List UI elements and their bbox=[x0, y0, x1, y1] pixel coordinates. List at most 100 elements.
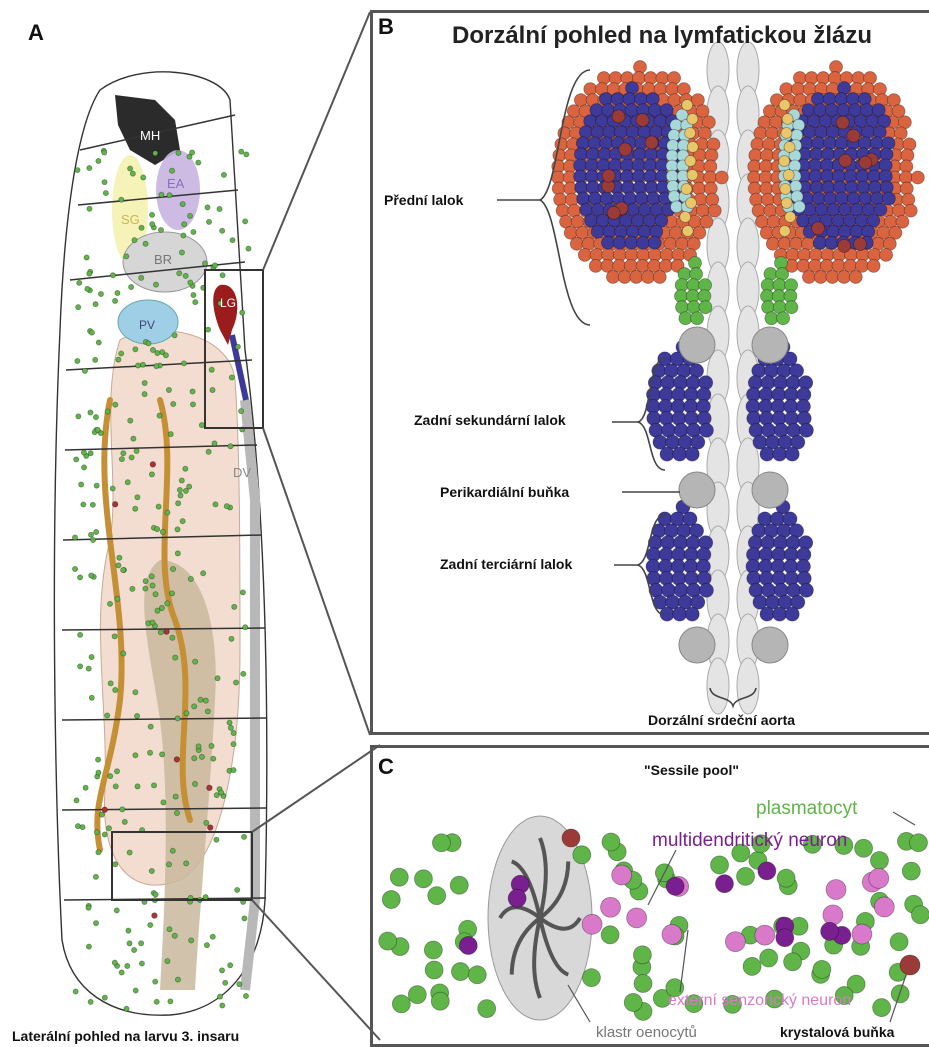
hemocyte bbox=[233, 680, 238, 685]
hemocyte bbox=[174, 810, 179, 815]
hemocyte bbox=[119, 197, 124, 202]
hemocyte bbox=[219, 790, 224, 795]
crystal-cell-dot bbox=[152, 913, 158, 919]
hemocyte bbox=[116, 563, 121, 568]
hemocyte bbox=[89, 654, 94, 659]
hemocyte bbox=[134, 448, 139, 453]
hemocyte bbox=[184, 861, 189, 866]
hemocyte bbox=[187, 213, 192, 218]
hemocyte bbox=[169, 591, 174, 596]
hemocyte bbox=[243, 993, 248, 998]
hemocyte bbox=[240, 310, 245, 315]
hemocyte bbox=[127, 850, 132, 855]
hemocyte bbox=[196, 160, 201, 165]
hemocyte bbox=[113, 862, 118, 867]
hemocyte bbox=[239, 408, 244, 413]
hemocyte bbox=[177, 271, 182, 276]
hemocyte bbox=[175, 551, 180, 556]
hemocyte bbox=[86, 944, 91, 949]
hemocyte bbox=[229, 636, 234, 641]
hemocyte bbox=[78, 664, 83, 669]
hemocyte bbox=[128, 166, 133, 171]
hemocyte bbox=[212, 441, 217, 446]
hemocyte bbox=[127, 941, 132, 946]
hemocyte bbox=[173, 794, 178, 799]
hemocyte bbox=[110, 486, 115, 491]
panel-b-frame bbox=[370, 10, 929, 735]
hemocyte bbox=[90, 537, 95, 542]
hemocyte bbox=[205, 205, 210, 210]
hemocyte bbox=[116, 357, 121, 362]
hemocyte bbox=[149, 574, 154, 579]
hemocyte bbox=[108, 774, 113, 779]
hemocyte bbox=[242, 916, 247, 921]
hemocyte bbox=[132, 947, 137, 952]
label-mh: MH bbox=[140, 128, 160, 143]
label-posterior-secondary-lobe: Zadní sekundární lalok bbox=[414, 412, 566, 428]
hemocyte bbox=[213, 502, 218, 507]
hemocyte bbox=[220, 273, 225, 278]
hemocyte bbox=[80, 825, 85, 830]
hemocyte bbox=[180, 202, 185, 207]
hemocyte bbox=[106, 826, 111, 831]
hemocyte bbox=[93, 874, 98, 879]
hemocyte bbox=[94, 483, 99, 488]
hemocyte bbox=[128, 418, 133, 423]
hemocyte bbox=[168, 999, 173, 1004]
hemocyte bbox=[129, 284, 134, 289]
hemocyte bbox=[154, 364, 159, 369]
hemocyte bbox=[121, 651, 126, 656]
hemocyte bbox=[237, 982, 242, 987]
hemocyte bbox=[114, 908, 119, 913]
hemocyte bbox=[81, 502, 86, 507]
crystal-cell-dot bbox=[150, 462, 156, 468]
hemocyte bbox=[211, 756, 216, 761]
hemocyte bbox=[131, 436, 136, 441]
hemocyte bbox=[217, 206, 222, 211]
hemocyte bbox=[231, 742, 236, 747]
hemocyte bbox=[150, 620, 155, 625]
label-ext-neuron: externí senzorický neuron bbox=[668, 992, 851, 1010]
hemocyte bbox=[153, 892, 158, 897]
hemocyte bbox=[171, 401, 176, 406]
hemocyte bbox=[204, 943, 209, 948]
label-dv: DV bbox=[233, 465, 251, 480]
hemocyte bbox=[121, 567, 126, 572]
hemocyte bbox=[169, 168, 174, 173]
hemocyte bbox=[160, 529, 165, 534]
hemocyte bbox=[139, 275, 144, 280]
hemocyte bbox=[86, 905, 91, 910]
hemocyte bbox=[241, 671, 246, 676]
hemocyte bbox=[231, 767, 236, 772]
hemocyte bbox=[135, 784, 140, 789]
hemocyte bbox=[170, 848, 175, 853]
hemocyte bbox=[79, 482, 84, 487]
hemocyte bbox=[246, 246, 251, 251]
hemocyte bbox=[142, 391, 147, 396]
hemocyte bbox=[178, 493, 183, 498]
hemocyte bbox=[93, 357, 98, 362]
hemocyte bbox=[165, 510, 170, 515]
hemocyte bbox=[89, 695, 94, 700]
label-lg: LG bbox=[220, 296, 236, 310]
label-br: BR bbox=[154, 252, 172, 267]
hemocyte bbox=[120, 807, 125, 812]
hemocyte bbox=[224, 504, 229, 509]
hemocyte bbox=[87, 271, 92, 276]
hemocyte bbox=[133, 690, 138, 695]
zoom-connectors bbox=[252, 12, 380, 1040]
hemocyte bbox=[168, 432, 173, 437]
hemocyte bbox=[125, 963, 130, 968]
hemocyte bbox=[230, 238, 235, 243]
hemocyte bbox=[96, 340, 101, 345]
hemocyte bbox=[82, 368, 87, 373]
hemocyte bbox=[143, 241, 148, 246]
hemocyte bbox=[143, 586, 148, 591]
hemocyte bbox=[219, 968, 224, 973]
panel-a-letter: A bbox=[28, 20, 44, 46]
hemocyte bbox=[113, 784, 118, 789]
hemocyte bbox=[96, 850, 101, 855]
hemocyte bbox=[96, 770, 101, 775]
label-dorsal-aorta: Dorzální srdeční aorta bbox=[648, 712, 795, 728]
hemocyte bbox=[198, 697, 203, 702]
